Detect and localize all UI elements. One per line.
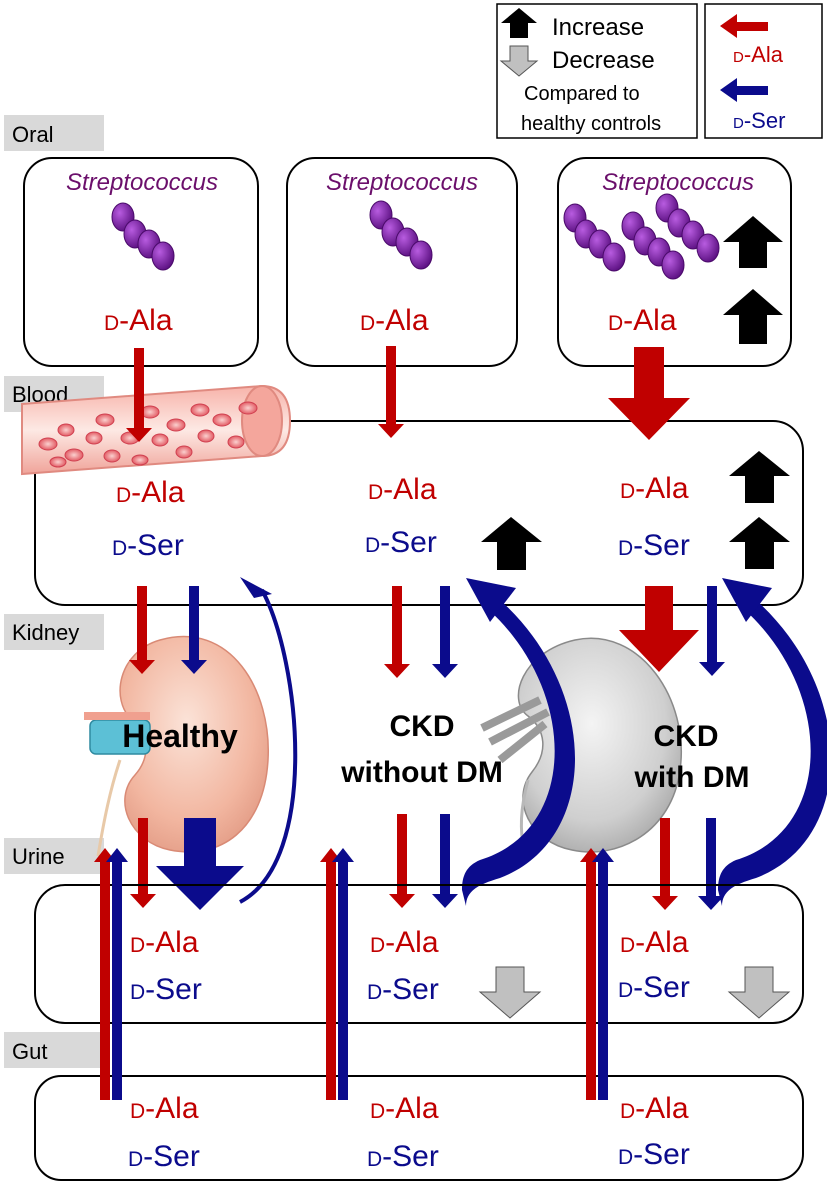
oral-box-ckd-without-dm: Streptococcus D-Ala xyxy=(286,157,518,367)
kidney-to-urine-d-ala-healthy xyxy=(130,818,156,908)
kidney-to-urine-d-ser-healthy-large xyxy=(156,818,244,910)
group-label-ckd-with-dm-line2: with DM xyxy=(634,761,750,794)
section-tag-kidney: Kidney xyxy=(4,614,104,650)
kidney-healthy-icon xyxy=(84,635,269,857)
legend-increase-label: Increase xyxy=(552,14,644,41)
urine-ckd-without-dm-d-ser: D-Ser xyxy=(367,973,439,1006)
increase-arrow-icon xyxy=(481,517,542,570)
gut-ckd-without-dm-d-ala: D-Ala xyxy=(370,1092,439,1125)
legend-note-line2: healthy controls xyxy=(521,113,661,135)
gut-healthy-d-ala: D-Ala xyxy=(130,1092,199,1125)
blood-to-kidney-d-ser-healthy xyxy=(181,586,207,674)
reabsorption-arrow-healthy xyxy=(239,577,298,904)
gut-ckd-with-dm-d-ser: D-Ser xyxy=(618,1138,690,1171)
urine-healthy-d-ser: D-Ser xyxy=(130,973,202,1006)
group-label-ckd-without-dm-line1: CKD xyxy=(390,710,455,743)
d-ala-color-arrow-icon xyxy=(720,14,768,38)
blood-ckd-with-dm-d-ser: D-Ser xyxy=(618,529,690,562)
increase-arrow-icon xyxy=(729,451,790,503)
blood-to-kidney-d-ser-ckd-without-dm xyxy=(432,586,458,678)
decrease-arrow-icon xyxy=(478,966,542,1019)
svg-text:Kidney: Kidney xyxy=(12,620,79,645)
urine-ckd-with-dm-d-ser: D-Ser xyxy=(618,971,690,1004)
section-tag-oral: Oral xyxy=(4,115,104,151)
legend-d-ala-key: D-Ala xyxy=(733,42,784,67)
kidney-ckd-icon xyxy=(480,637,682,853)
blood-vessel-icon xyxy=(21,384,292,476)
legend-color-box: D-Ala D-Ser xyxy=(704,3,823,139)
svg-text:Gut: Gut xyxy=(12,1039,47,1064)
reabsorption-arrow-ckd-without-dm-thick xyxy=(462,578,575,906)
urine-ckd-without-dm-d-ala: D-Ala xyxy=(370,926,439,959)
oral-to-blood-arrow-healthy xyxy=(126,348,152,442)
group-label-ckd-with-dm-line1: CKD xyxy=(654,720,719,753)
gut-to-urine-arrow-pair-healthy xyxy=(94,848,128,1100)
streptococcus-chains-icon xyxy=(563,193,720,280)
legend-direction-box: Increase Decrease Compared to healthy co… xyxy=(496,3,698,139)
increase-arrow-icon xyxy=(723,216,783,268)
blood-compartment-box xyxy=(34,420,804,606)
streptococcus-chain-icon xyxy=(369,200,433,270)
oral-box-ckd-with-dm: Streptococcus D-Ala xyxy=(557,157,792,367)
urine-ckd-with-dm-d-ala: D-Ala xyxy=(620,926,689,959)
svg-text:Urine: Urine xyxy=(12,844,65,869)
kidney-to-urine-d-ser-ckd-without-dm xyxy=(432,814,458,908)
gut-compartment-box xyxy=(34,1075,804,1181)
decrease-arrow-icon xyxy=(499,45,539,77)
gut-to-urine-arrow-pair-ckd-with-dm xyxy=(580,848,614,1100)
oral-ckd-without-dm-d-ala: D-Ala xyxy=(360,304,429,337)
streptococcus-label: Streptococcus xyxy=(326,169,478,196)
urine-compartment-box xyxy=(34,884,804,1024)
section-tag-urine: Urine xyxy=(4,838,104,874)
legend-decrease-label: Decrease xyxy=(552,47,655,74)
gut-ckd-with-dm-d-ala: D-Ala xyxy=(620,1092,689,1125)
blood-ckd-without-dm-d-ser: D-Ser xyxy=(365,526,437,559)
streptococcus-label: Streptococcus xyxy=(602,169,754,196)
d-ser-color-arrow-icon xyxy=(720,78,768,102)
streptococcus-chain-icon xyxy=(111,202,175,271)
blood-to-kidney-d-ala-ckd-with-dm-large xyxy=(619,586,699,672)
blood-to-kidney-d-ser-ckd-with-dm xyxy=(699,586,725,676)
kidney-to-urine-d-ala-ckd-with-dm xyxy=(652,818,678,910)
oral-ckd-with-dm-d-ala: D-Ala xyxy=(608,304,677,337)
svg-text:Oral: Oral xyxy=(12,122,54,147)
blood-to-kidney-d-ala-healthy xyxy=(129,586,155,674)
gut-healthy-d-ser: D-Ser xyxy=(128,1140,200,1173)
increase-arrow-icon xyxy=(723,289,783,344)
oral-box-healthy: Streptococcus D-Ala xyxy=(23,157,259,367)
oral-to-blood-arrow-ckd-with-dm-large xyxy=(608,347,690,440)
blood-ckd-without-dm-d-ala: D-Ala xyxy=(368,473,437,506)
blood-healthy-d-ala: D-Ala xyxy=(116,476,185,509)
oral-to-blood-arrow-ckd-without-dm xyxy=(378,346,404,438)
blood-healthy-d-ser: D-Ser xyxy=(112,529,184,562)
kidney-to-urine-d-ala-ckd-without-dm xyxy=(389,814,415,908)
gut-ckd-without-dm-d-ser: D-Ser xyxy=(367,1140,439,1173)
streptococcus-label: Streptococcus xyxy=(66,169,218,196)
increase-arrow-icon xyxy=(729,517,790,569)
group-label-healthy: Healthy xyxy=(122,718,238,754)
urine-healthy-d-ala: D-Ala xyxy=(130,926,199,959)
oral-healthy-d-ala: D-Ala xyxy=(104,304,173,337)
kidney-to-urine-d-ser-ckd-with-dm xyxy=(698,818,724,910)
reabsorption-arrow-ckd-with-dm-thick xyxy=(718,578,827,906)
legend-d-ser-key: D-Ser xyxy=(733,108,785,133)
increase-arrow-icon xyxy=(501,8,537,38)
section-tag-gut: Gut xyxy=(4,1032,104,1068)
gut-to-urine-arrow-pair-ckd-without-dm xyxy=(320,848,354,1100)
decrease-arrow-icon xyxy=(727,966,791,1019)
legend-note-line1: Compared to xyxy=(524,83,640,105)
blood-ckd-with-dm-d-ala: D-Ala xyxy=(620,472,689,505)
group-label-ckd-without-dm-line2: without DM xyxy=(340,756,503,789)
blood-to-kidney-d-ala-ckd-without-dm xyxy=(384,586,410,678)
